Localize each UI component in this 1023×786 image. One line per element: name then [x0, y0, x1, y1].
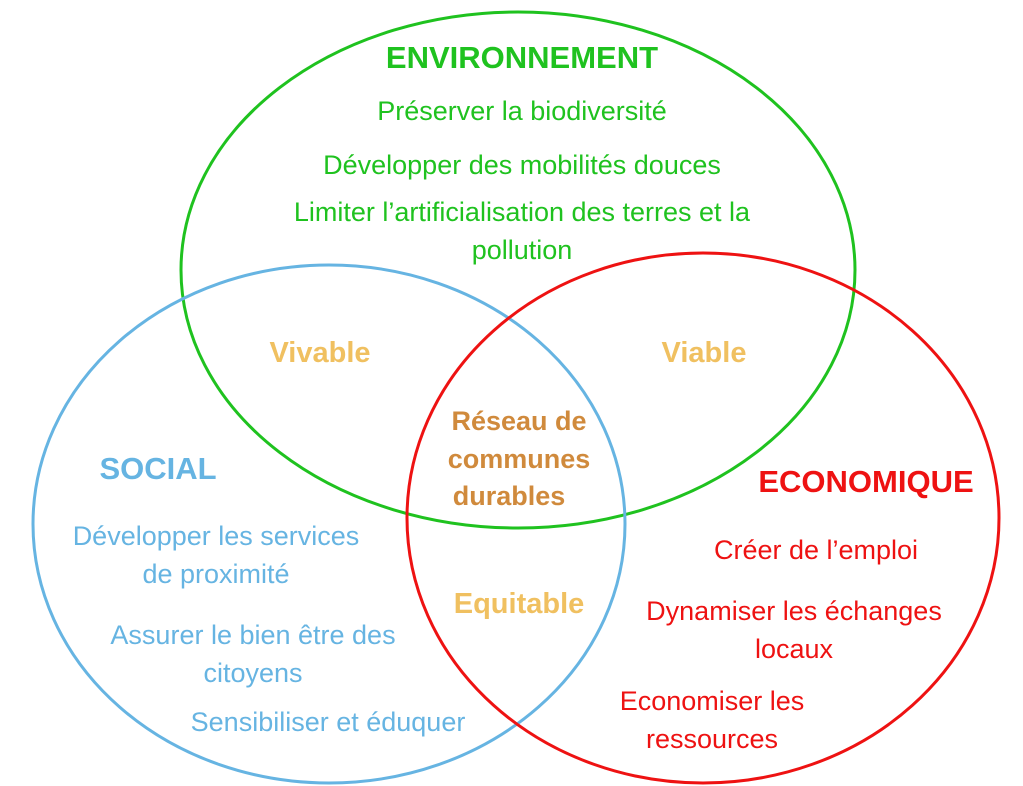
economic-item: locaux	[755, 634, 834, 664]
environment-item: Développer des mobilités douces	[323, 150, 721, 180]
environment-title: ENVIRONNEMENT	[386, 40, 658, 75]
vivable-label: Vivable	[269, 337, 370, 369]
economic-item: Economiser les	[620, 686, 805, 716]
environment-item: Limiter l’artificialisation des terres e…	[294, 197, 751, 227]
environment-item: pollution	[472, 235, 573, 265]
social-title: SOCIAL	[99, 451, 216, 486]
social-item: de proximité	[142, 559, 289, 589]
center-label: communes	[448, 444, 591, 474]
environment-circle	[179, 10, 857, 530]
social-item: Assurer le bien être des	[110, 620, 395, 650]
center-label: durables	[453, 481, 566, 511]
center-label: Réseau de	[451, 406, 586, 436]
viable-label: Viable	[662, 337, 747, 369]
equitable-label: Equitable	[454, 588, 585, 620]
environment-item: Préserver la biodiversité	[377, 96, 667, 126]
economic-item: ressources	[646, 724, 778, 754]
economic-item: Dynamiser les échanges	[646, 596, 942, 626]
social-item: citoyens	[203, 658, 302, 688]
economic-item: Créer de l’emploi	[714, 535, 918, 565]
economic-title: ECONOMIQUE	[758, 464, 973, 499]
social-circle	[31, 263, 627, 785]
social-item: Sensibiliser et éduquer	[191, 707, 466, 737]
social-item: Développer les services	[73, 521, 360, 551]
economic-circle	[405, 251, 1001, 785]
